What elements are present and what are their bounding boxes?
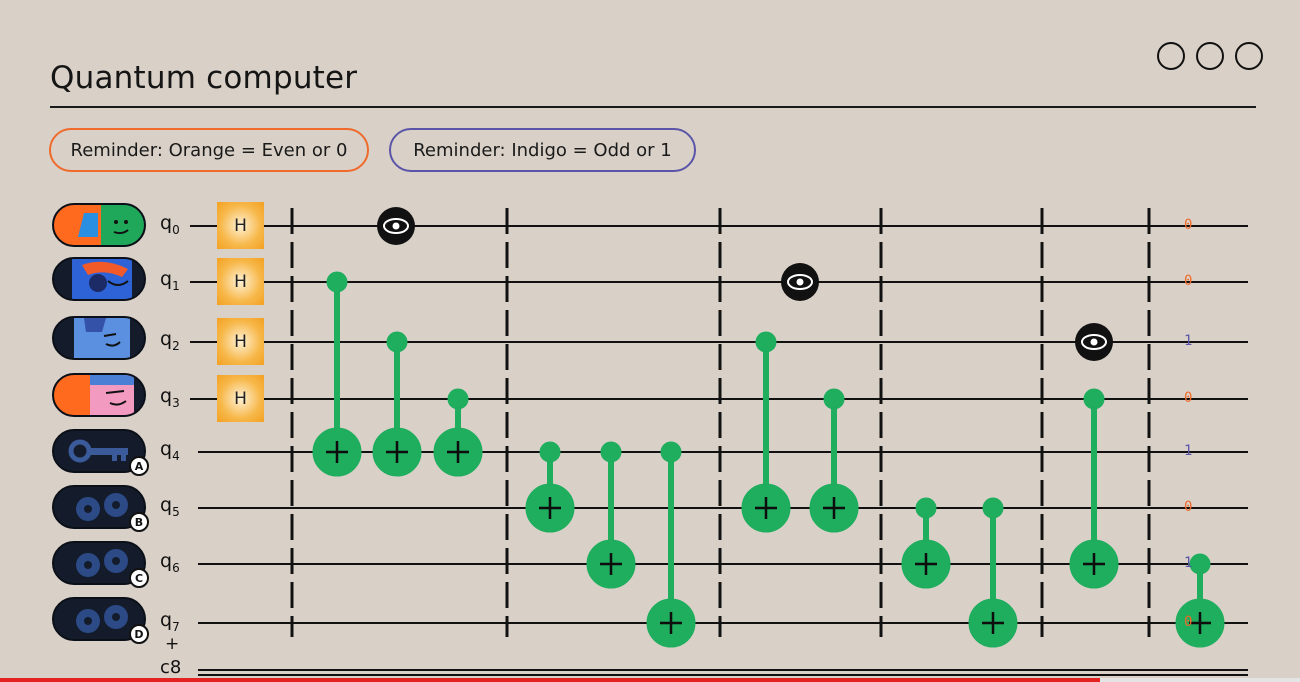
window-dot-icon[interactable] (1157, 42, 1185, 70)
badge-b: B (129, 512, 149, 532)
hadamard-gate-q0[interactable]: H (217, 202, 264, 249)
qubit-label-q3: q3 (160, 385, 180, 410)
qubit-label-q1: q1 (160, 268, 180, 293)
result-q0: 0 (1184, 217, 1193, 233)
qubit-label-q6: q6 (160, 550, 180, 575)
eye-icon (781, 263, 819, 301)
eye-icon (377, 207, 415, 245)
reminder-indigo: Reminder: Indigo = Odd or 1 (389, 128, 696, 172)
avatar-q4 (52, 429, 146, 473)
qubit-label-q0: q0 (160, 212, 180, 237)
title-divider (50, 106, 1256, 108)
classical-register-label: c8 (160, 657, 182, 678)
avatar-q0 (52, 203, 146, 247)
avatar-q1 (52, 257, 146, 301)
qubit-label-q5: q5 (160, 494, 180, 519)
badge-d: D (129, 624, 149, 644)
window-dot-icon[interactable] (1235, 42, 1263, 70)
result-q2: 1 (1184, 333, 1193, 349)
avatar-q2 (52, 316, 146, 360)
badge-c: C (129, 568, 149, 588)
hadamard-gate-q3[interactable]: H (217, 375, 264, 422)
result-q1: 0 (1184, 273, 1193, 289)
avatar-q3 (52, 373, 146, 417)
result-q6: 1 (1184, 555, 1193, 571)
qubit-label-q4: q4 (160, 438, 180, 463)
progress-fill (0, 678, 1100, 682)
result-q4: 1 (1184, 443, 1193, 459)
qubit-label-q7: q7 (160, 609, 180, 634)
result-q3: 0 (1184, 390, 1193, 406)
result-q7: 0 (1184, 614, 1193, 630)
gear-icon (76, 605, 128, 633)
qubit-label-q2: q2 (160, 328, 180, 353)
result-q5: 0 (1184, 499, 1193, 515)
hadamard-gate-q1[interactable]: H (217, 258, 264, 305)
badge-a: A (129, 456, 149, 476)
reminder-orange: Reminder: Orange = Even or 0 (49, 128, 369, 172)
hadamard-gate-q2[interactable]: H (217, 318, 264, 365)
eye-icon (1075, 323, 1113, 361)
gear-icon (76, 549, 128, 577)
gear-icon (76, 493, 128, 521)
plus-marker: + (165, 634, 180, 654)
window-dot-icon[interactable] (1196, 42, 1224, 70)
page-title: Quantum computer (50, 60, 358, 96)
key-icon (68, 439, 128, 463)
window-controls (1157, 42, 1263, 70)
